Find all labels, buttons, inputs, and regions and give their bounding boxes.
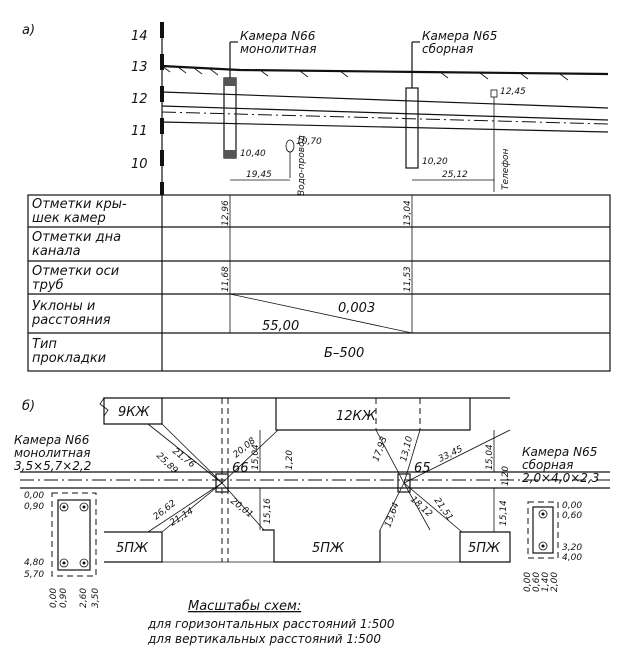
right-x-3: 2,00 xyxy=(550,572,560,592)
dim-1-20: 1,20 xyxy=(285,450,295,470)
mark-12-45: 12,45 xyxy=(500,87,526,97)
row4-label-b: расстояния xyxy=(31,313,111,328)
water-pipe-symbol xyxy=(285,139,295,153)
chamber-65-number: 65 xyxy=(414,461,431,476)
left-y-1: 0,90 xyxy=(24,502,44,512)
chamber-66-plan xyxy=(215,473,229,493)
right-y-2: 3,20 xyxy=(562,543,582,553)
channel-top-line xyxy=(161,91,609,109)
left-y-2: 4,80 xyxy=(24,558,44,568)
dim-20-01: 20,01 xyxy=(228,496,254,520)
right-x-0: 0,00 xyxy=(523,572,533,592)
left-x-1: 0,90 xyxy=(59,588,69,608)
right-chamber-type: сборная xyxy=(522,458,573,472)
left-chamber-plan xyxy=(51,492,97,577)
elevation-scale xyxy=(160,22,164,195)
row2-label-b: канала xyxy=(32,244,81,259)
slope-value: 0,003 xyxy=(338,301,375,316)
chamber-65-type: сборная xyxy=(422,42,473,56)
water-pipe-label: Водо-провод xyxy=(297,135,307,196)
mark-10-70: 10,70 xyxy=(296,137,322,147)
mark-10-20: 10,20 xyxy=(422,157,448,167)
dim-15-16: 15,16 xyxy=(263,498,273,524)
row5-label-a: Тип xyxy=(32,337,57,352)
chamber-65-title: Камера N65 xyxy=(422,29,497,43)
dim-15-04-right: 15,04 xyxy=(485,444,495,470)
building-12kzh xyxy=(275,398,471,431)
left-y-0: 0,00 xyxy=(24,491,44,501)
right-chamber-dims: 2,0×4,0×2,3 xyxy=(522,471,599,485)
dim-13-10: 13,10 xyxy=(399,435,415,463)
right-y-1: 0,60 xyxy=(562,511,582,521)
value-13-04: 13,04 xyxy=(403,200,413,226)
dim-17-93: 17,93 xyxy=(371,435,389,463)
left-chamber-dims: 3,5×5,7×2,2 xyxy=(14,459,91,473)
row2-label-a: Отметки дна xyxy=(32,230,121,245)
label-5pzh-left: 5ПЖ xyxy=(116,541,149,556)
dim-15-04: 15,04 xyxy=(251,444,261,470)
dim-1-20-right: 1,20 xyxy=(501,466,511,486)
dim-18-12: 18,12 xyxy=(408,495,434,520)
right-y-3: 4,00 xyxy=(562,553,582,563)
left-x-0: 0,00 xyxy=(49,588,59,608)
dim-33-45: 33,45 xyxy=(437,444,465,464)
label-12kzh: 12КЖ xyxy=(336,409,377,424)
row3-label-a: Отметки оси xyxy=(32,264,119,279)
chamber-65-plan xyxy=(397,473,411,493)
tick-10: 10 xyxy=(131,157,148,172)
chamber-66-type: монолитная xyxy=(240,42,316,56)
right-chamber-plan xyxy=(527,501,559,559)
chamber-66-title: Камера N66 xyxy=(240,29,316,43)
chamber-66-number: 66 xyxy=(232,461,249,476)
telephone-label: Телефон xyxy=(501,148,511,190)
channel-bottom-line xyxy=(161,121,609,133)
scales-vertical: для вертикальных расстояний 1:500 xyxy=(147,632,381,646)
dim-13-64: 13,64 xyxy=(383,501,401,529)
label-5pzh-mid: 5ПЖ xyxy=(312,541,345,556)
left-x-2: 2,60 xyxy=(79,588,89,608)
label-5pzh-right: 5ПЖ xyxy=(468,541,501,556)
ground-line xyxy=(161,64,609,76)
dim-15-14: 15,14 xyxy=(499,500,509,526)
tick-12: 12 xyxy=(131,92,148,107)
row5-label-b: прокладки xyxy=(32,351,106,366)
tick-14: 14 xyxy=(131,29,148,44)
dim-19-45: 19,45 xyxy=(246,170,272,180)
section-a-label: а) xyxy=(22,23,35,38)
row3-label-b: труб xyxy=(32,278,64,293)
mark-10-40: 10,40 xyxy=(240,149,266,159)
row1-label-a: Отметки кры- xyxy=(32,197,127,212)
section-b-label: б) xyxy=(22,399,35,414)
profile-table xyxy=(27,194,611,372)
value-12-96: 12,96 xyxy=(221,200,231,226)
right-y-0: 0,00 xyxy=(562,501,582,511)
tick-13: 13 xyxy=(131,60,148,75)
left-chamber-type: монолитная xyxy=(14,446,90,460)
scales-horizontal: для горизонтальных расстояний 1:500 xyxy=(147,617,395,631)
tick-11: 11 xyxy=(131,124,148,139)
value-11-68: 11,68 xyxy=(221,266,231,292)
left-y-3: 5,70 xyxy=(24,570,44,580)
telephone-symbol xyxy=(490,89,498,98)
row1-label-b: шек камер xyxy=(32,211,106,226)
scales-title: Масштабы схем: xyxy=(188,599,301,614)
distance-value: 55,00 xyxy=(262,319,299,334)
value-11-53: 11,53 xyxy=(403,266,413,292)
right-x-1: 0,60 xyxy=(532,572,542,592)
laying-type: Б–500 xyxy=(324,346,364,361)
right-chamber-title: Камера N65 xyxy=(522,445,597,459)
dim-25-12: 25,12 xyxy=(442,170,468,180)
left-x-3: 3,50 xyxy=(91,588,101,608)
left-chamber-title: Камера N66 xyxy=(14,433,90,447)
row4-label-a: Уклоны и xyxy=(32,299,95,314)
right-x-2: 1,40 xyxy=(541,572,551,592)
chamber-66-elevation xyxy=(223,77,237,159)
label-9kzh: 9КЖ xyxy=(118,405,151,420)
